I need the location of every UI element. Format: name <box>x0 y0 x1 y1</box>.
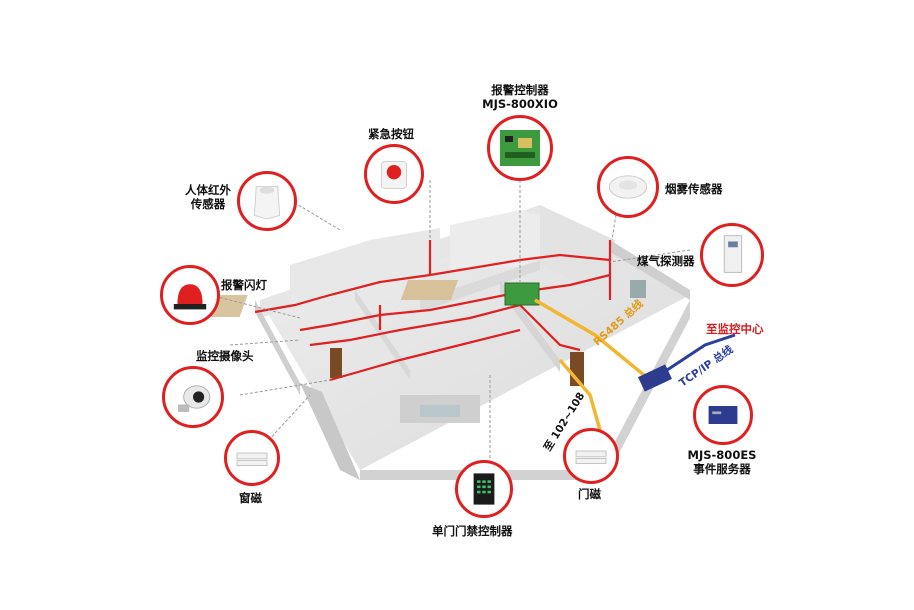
outer-wall-right <box>610 240 690 300</box>
bedroom-wall <box>290 228 440 320</box>
controller-board <box>504 282 540 306</box>
pir-sensor-label-1: 人体红外 <box>185 183 231 197</box>
camera-icon <box>162 366 224 428</box>
smoke-sensor-icon <box>597 156 659 218</box>
alarm-light-icon <box>160 265 220 325</box>
tcpip-wire <box>654 333 736 380</box>
emergency-button-icon <box>364 144 424 204</box>
access-controller-icon <box>455 460 513 518</box>
coffee-table <box>420 405 460 417</box>
window-magnet-label: 窗磁 <box>239 491 262 505</box>
pir-sensor-icon <box>237 171 297 231</box>
event-server-name-label: 事件服务器 <box>693 462 751 476</box>
window-magnet-icon <box>224 430 280 486</box>
kitchen-wall <box>450 210 560 270</box>
smoke-sensor-label: 烟雾传感器 <box>665 182 723 196</box>
rs485-wire <box>534 298 652 382</box>
controller-title-label: 报警控制器 <box>491 83 549 97</box>
door-magnet-icon <box>563 428 619 484</box>
gas-detector-icon <box>700 223 764 287</box>
gas-detector-label: 煤气探测器 <box>637 254 695 268</box>
controller-icon <box>487 115 553 181</box>
partition-1 <box>355 290 410 380</box>
to-monitoring-center-label: 至监控中心 <box>706 322 764 336</box>
access-controller-label: 单门门禁控制器 <box>432 524 513 538</box>
event-server-icon <box>693 385 753 445</box>
door-1 <box>330 348 342 378</box>
alarm-wiring <box>254 240 612 382</box>
bath-fixture <box>630 280 646 298</box>
outer-wall-front <box>300 383 360 480</box>
rs485-wire-2 <box>558 358 602 431</box>
camera-label: 监控摄像头 <box>196 349 254 363</box>
alarm-light-label: 报警闪灯 <box>221 278 267 292</box>
door-magnet-label: 门磁 <box>578 487 601 501</box>
bathroom-wall <box>540 205 615 300</box>
event-server-model-label: MJS-800ES <box>687 448 757 462</box>
controller-model-label: MJS-800XIO <box>482 97 558 111</box>
outer-wall-left <box>255 300 300 395</box>
bed-right <box>400 280 459 300</box>
network-switch <box>638 364 672 392</box>
emergency-button-label: 紧急按钮 <box>368 127 414 141</box>
pir-sensor-label-2: 传感器 <box>190 197 226 211</box>
